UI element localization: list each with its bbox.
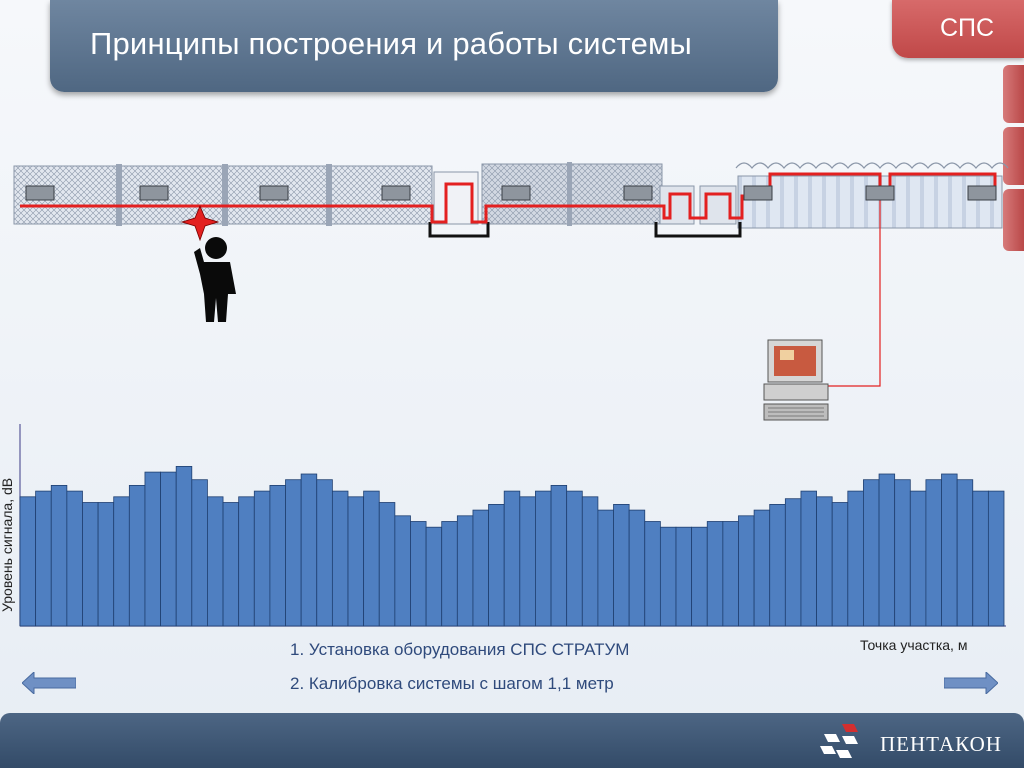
caption-step-2: 2. Калибровка системы с шагом 1,1 метр: [290, 674, 614, 693]
signal-bar: [253, 490, 271, 627]
signal-bar: [566, 490, 583, 627]
sps-badge[interactable]: СПС: [892, 0, 1024, 58]
signal-bar: [597, 509, 614, 627]
pentakon-logo-icon: [820, 724, 858, 758]
signal-bar: [550, 484, 568, 627]
signal-bar: [97, 502, 115, 627]
fence-section-3: [735, 162, 1009, 229]
signal-bar: [847, 490, 864, 627]
badge-label: СПС: [940, 14, 995, 42]
sensor-units: [25, 185, 997, 201]
signal-bar: [519, 496, 536, 627]
signal-bar: [753, 509, 771, 627]
signal-bar: [800, 490, 817, 627]
signal-bar: [456, 515, 474, 627]
signal-bar: [894, 479, 911, 627]
signal-bar: [35, 490, 52, 627]
signal-bar: [410, 521, 427, 627]
signal-bar: [831, 502, 849, 627]
signal-bar: [535, 490, 552, 627]
signal-bar: [784, 498, 802, 627]
title-bar: Принципы построения и работы системы: [50, 0, 778, 92]
signal-chart: Уровень сигнала, dB: [0, 424, 1006, 627]
signal-bar: [19, 496, 37, 627]
signal-bar: [488, 503, 505, 627]
signal-bar: [347, 496, 365, 627]
signal-bar: [316, 479, 333, 627]
signal-bar: [66, 490, 83, 627]
intruder-icon: [194, 237, 236, 322]
side-tab-2[interactable]: [1003, 127, 1024, 185]
signal-bar: [331, 490, 349, 627]
signal-bar: [300, 473, 318, 627]
signal-bar: [113, 496, 130, 627]
signal-bar: [175, 465, 193, 627]
logo-name: ПЕНТАКОН: [880, 732, 1002, 756]
signal-bar: [378, 502, 396, 627]
side-tab-3[interactable]: [1003, 189, 1024, 251]
signal-bar: [706, 521, 724, 627]
signal-bar: [675, 526, 693, 627]
signal-bar: [659, 526, 677, 627]
signal-bar: [769, 503, 786, 627]
signal-bar: [363, 490, 380, 627]
signal-bar: [160, 471, 177, 627]
signal-bar: [628, 509, 646, 627]
computer-icon: [763, 339, 829, 421]
signal-bar: [644, 521, 661, 627]
signal-bar: [128, 484, 146, 627]
signal-bar: [941, 473, 958, 627]
signal-bar: [472, 509, 489, 627]
next-arrow-icon[interactable]: [944, 672, 998, 694]
signal-bar: [722, 521, 739, 627]
signal-bar: [613, 503, 630, 627]
signal-bar: [816, 496, 833, 627]
signal-bar: [909, 490, 927, 627]
signal-bar: [222, 502, 240, 627]
signal-bar: [441, 521, 458, 627]
signal-bar: [972, 490, 989, 627]
signal-bar: [878, 473, 896, 627]
page-title: Принципы построения и работы системы: [90, 26, 693, 61]
fence-diagram: [13, 162, 1009, 421]
signal-bar: [394, 515, 411, 627]
side-tab-1[interactable]: [1003, 65, 1024, 123]
signal-bar: [987, 490, 1005, 627]
signal-bar: [238, 496, 255, 627]
fence-section-1: [13, 164, 433, 226]
x-axis-label: Точка участка, м: [860, 637, 968, 653]
signal-bar: [956, 479, 974, 627]
signal-bar: [581, 496, 599, 627]
signal-bar: [50, 484, 68, 627]
signal-bar: [285, 479, 302, 627]
signal-bar: [925, 479, 942, 627]
signal-bar: [738, 515, 755, 627]
signal-bar: [425, 526, 443, 627]
signal-bar: [503, 490, 521, 627]
signal-bar: [863, 479, 880, 627]
signal-bar: [144, 471, 161, 627]
signal-bar: [269, 484, 286, 627]
signal-bar: [207, 496, 224, 627]
alarm-star-icon: [180, 204, 220, 242]
caption-step-1: 1. Установка оборудования СПС СТРАТУМ: [290, 640, 630, 659]
signal-bar: [82, 502, 99, 627]
signal-bar: [691, 526, 708, 627]
prev-arrow-icon[interactable]: [22, 672, 76, 694]
y-axis-label: Уровень сигнала, dB: [0, 478, 15, 612]
signal-bar: [191, 479, 208, 627]
